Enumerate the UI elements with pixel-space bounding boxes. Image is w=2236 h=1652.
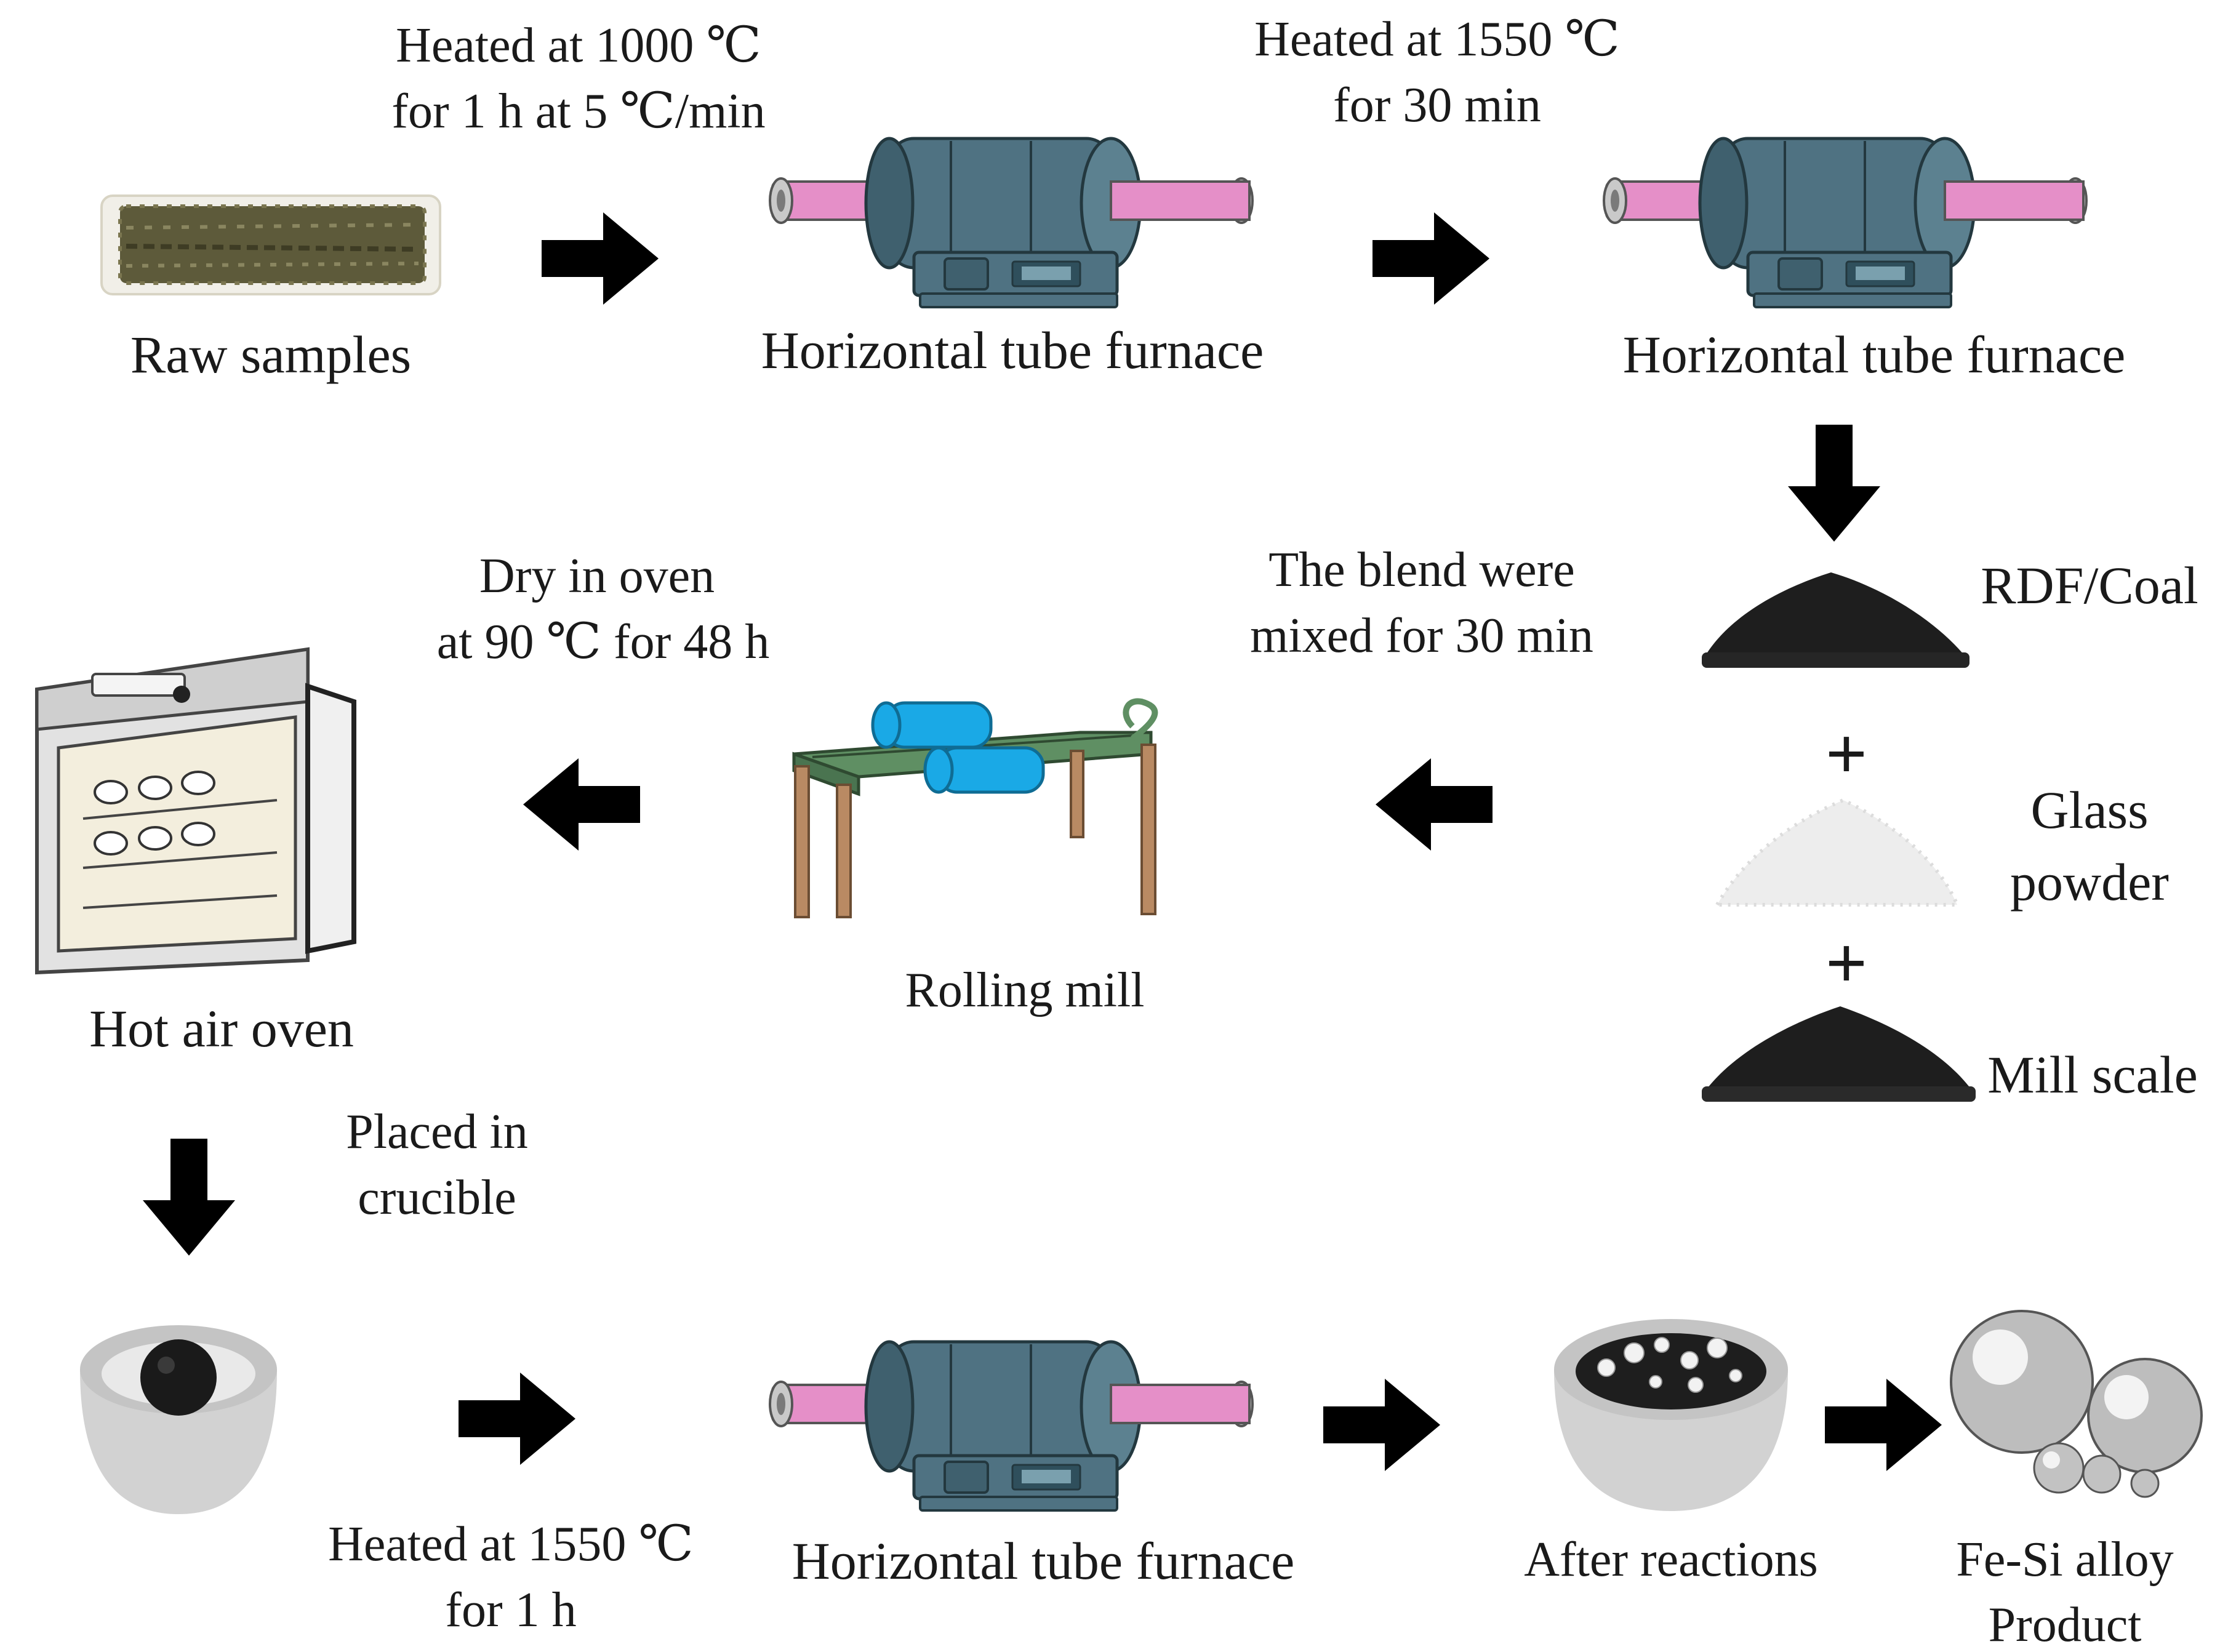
- arrow-left-icon: [523, 758, 640, 851]
- hot-air-oven-label: Hot air oven: [89, 999, 354, 1058]
- fe-si-alloy-product-image: [1950, 1310, 2203, 1498]
- rolling-mill-label: Rolling mill: [905, 963, 1145, 1017]
- rolling-mill-image: [792, 698, 1158, 918]
- arrow-down-icon: [1788, 425, 1880, 542]
- heat2-condition-line2: for 30 min: [1333, 78, 1541, 132]
- heat2-condition-line1: Heated at 1550 ℃: [1254, 12, 1620, 66]
- arrow-right-icon: [459, 1373, 575, 1465]
- product-label-line2: Product: [1989, 1598, 2142, 1652]
- after-reactions-label: After reactions: [1524, 1533, 1818, 1587]
- glass-powder-image: [1713, 798, 1960, 907]
- mill-scale-powder-image: [1702, 1006, 1976, 1102]
- tube-furnace-icon: [1604, 138, 2086, 307]
- raw-samples-image: [100, 194, 441, 295]
- arrow-down-icon: [143, 1139, 235, 1256]
- heat3-condition-line1: Heated at 1550 ℃: [328, 1517, 694, 1571]
- product-label-line1: Fe-Si alloy: [1956, 1533, 2173, 1587]
- rdf-coal-label: RDF/Coal: [1981, 556, 2198, 615]
- arrow-right-icon: [542, 212, 659, 305]
- tube-furnace-icon: [770, 138, 1252, 307]
- dry-condition-line2: at 90 ℃ for 48 h: [437, 615, 770, 669]
- dry-condition-line1: Dry in oven: [479, 549, 715, 603]
- furnace-2-label: Horizontal tube furnace: [1623, 325, 2126, 384]
- plus-symbol: +: [1825, 713, 1867, 795]
- glass-powder-label-line2: powder: [2010, 852, 2169, 912]
- heat3-condition-line2: for 1 h: [445, 1583, 576, 1637]
- arrow-right-icon: [1372, 212, 1489, 305]
- tube-furnace-icon: [770, 1342, 1252, 1510]
- heat1-condition-line2: for 1 h at 5 ℃/min: [391, 84, 765, 138]
- plus-symbol: +: [1825, 922, 1867, 1004]
- raw-samples-label: Raw samples: [130, 325, 411, 384]
- mix-condition-line2: mixed for 30 min: [1250, 609, 1593, 663]
- after-reactions-crucible-image: [1554, 1319, 1788, 1511]
- furnace-1-label: Horizontal tube furnace: [761, 321, 1264, 380]
- crucible-condition-line1: Placed in: [346, 1105, 527, 1159]
- arrow-right-icon: [1323, 1379, 1440, 1471]
- glass-powder-label-line1: Glass: [2030, 780, 2148, 840]
- mix-condition-line1: The blend were: [1268, 543, 1575, 597]
- crucible-condition-line2: crucible: [358, 1171, 516, 1225]
- rdf-coal-powder-image: [1702, 572, 1970, 668]
- arrow-left-icon: [1376, 758, 1493, 851]
- hot-air-oven-image: [35, 647, 356, 975]
- mill-scale-label: Mill scale: [1987, 1045, 2198, 1104]
- furnace-3-label: Horizontal tube furnace: [792, 1531, 1295, 1590]
- crucible-with-sample-image: [80, 1325, 277, 1514]
- heat1-condition-line1: Heated at 1000 ℃: [396, 18, 761, 73]
- arrow-right-icon: [1825, 1379, 1942, 1471]
